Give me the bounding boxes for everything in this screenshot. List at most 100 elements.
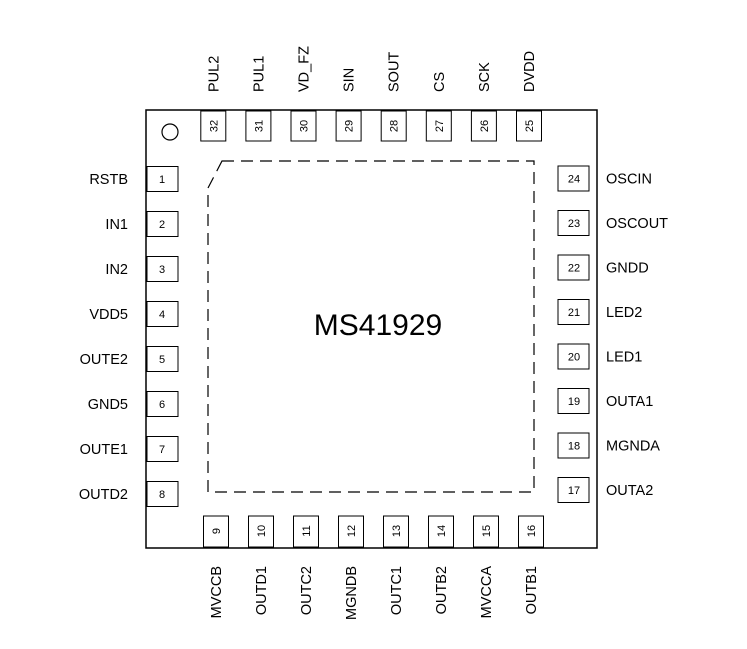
pin-label: OUTE2	[80, 352, 128, 368]
pin-number: 14	[436, 525, 448, 537]
pin-left-1: 1 RSTB	[89, 166, 179, 192]
pin-label: GND5	[88, 397, 128, 413]
pin-number: 32	[208, 120, 220, 132]
pin-label: MVCCA	[479, 566, 495, 619]
pin-number: 2	[159, 219, 165, 231]
pin-pad	[518, 515, 544, 548]
pin-number: 16	[526, 525, 538, 537]
pin-top-32: 32 PUL2	[200, 56, 227, 142]
pin-pad	[557, 299, 590, 325]
pin-number: 28	[389, 120, 401, 132]
pin-pad	[557, 388, 590, 414]
pin-pad	[470, 110, 497, 142]
pin-right-17: 17 OUTA2	[557, 477, 653, 503]
pin-label: GNDD	[606, 261, 649, 277]
pin-label: PUL1	[251, 56, 267, 92]
pin-label: MVCCB	[209, 566, 225, 618]
pin-number: 24	[568, 174, 580, 186]
pin-pad	[146, 301, 179, 327]
pin-pad	[290, 110, 317, 142]
pin-label: OUTD2	[79, 487, 128, 503]
pin-label: MGNDA	[606, 439, 660, 455]
pin-pad	[557, 432, 590, 459]
pin-pad	[338, 515, 364, 548]
pin-number: 27	[434, 120, 446, 132]
pin-label: LED2	[606, 305, 642, 321]
pin-label: RSTB	[89, 172, 128, 188]
pin-label: OSCIN	[606, 172, 652, 188]
pin-number: 25	[524, 120, 536, 132]
pin-label: OUTA1	[606, 394, 653, 410]
pin-pad	[146, 391, 179, 417]
pin-layer: 1RSTB2IN13IN24VDD55OUTE26GND57OUTE18OUTD…	[79, 46, 668, 620]
pin-left-7: 7 OUTE1	[80, 436, 179, 462]
pin-label: CS	[432, 72, 448, 92]
pin-number: 12	[346, 525, 358, 537]
pin-right-24: 24 OSCIN	[557, 165, 652, 192]
pin-pad	[335, 110, 362, 142]
pin-number: 7	[159, 444, 165, 456]
pin-pad	[245, 110, 272, 142]
pin-number: 22	[568, 263, 580, 275]
pin-number: 4	[159, 309, 165, 321]
pin-number: 18	[568, 441, 580, 453]
pin-label: DVDD	[522, 51, 538, 92]
pin-label: OUTE1	[80, 442, 128, 458]
pin-number: 19	[568, 396, 580, 408]
pin-label: MGNDB	[344, 566, 360, 620]
pin-number: 17	[568, 485, 580, 497]
pin-pad	[380, 110, 407, 142]
pin-number: 8	[159, 489, 165, 501]
pin-label: SCK	[477, 62, 493, 92]
pin-top-27: 27 CS	[425, 72, 452, 142]
pin1-indicator-dot	[161, 123, 179, 141]
chip-name: MS41929	[314, 309, 442, 342]
pin-pad	[146, 256, 179, 282]
pin-label: LED1	[606, 350, 642, 366]
pin-label: SIN	[342, 68, 358, 92]
package-body	[145, 109, 598, 549]
pin-number: 1	[159, 174, 165, 186]
pin-pad	[557, 343, 590, 370]
pin-label: OUTD1	[254, 566, 270, 615]
pin-right-18: 18 MGNDA	[557, 432, 660, 459]
pin-label: OUTC1	[389, 566, 405, 615]
pin-left-5: 5 OUTE2	[80, 346, 179, 372]
pin-pad	[516, 110, 542, 142]
pin-pad	[146, 166, 179, 192]
pin-right-19: 19 OUTA1	[557, 388, 653, 414]
pin-top-26: 26 SCK	[470, 62, 497, 142]
pin-label: OUTA2	[606, 483, 653, 499]
pin-pad	[146, 481, 179, 507]
pin-pad	[425, 110, 452, 142]
pin-pad	[383, 515, 409, 548]
pin-number: 30	[299, 120, 311, 132]
pin-pad	[557, 210, 590, 236]
pin-number: 26	[479, 120, 491, 132]
pin-pad	[428, 515, 454, 548]
pin-label: OUTB2	[434, 566, 450, 614]
pin-pad	[203, 515, 229, 548]
pin-pad	[146, 346, 179, 372]
pin-number: 10	[256, 525, 268, 537]
pin-label: OSCOUT	[606, 216, 668, 232]
pin-pad	[473, 515, 499, 548]
pin-label: PUL2	[206, 56, 222, 92]
pin-number: 5	[159, 354, 165, 366]
pin-label: VDD5	[89, 307, 128, 323]
pin-number: 11	[301, 525, 313, 536]
